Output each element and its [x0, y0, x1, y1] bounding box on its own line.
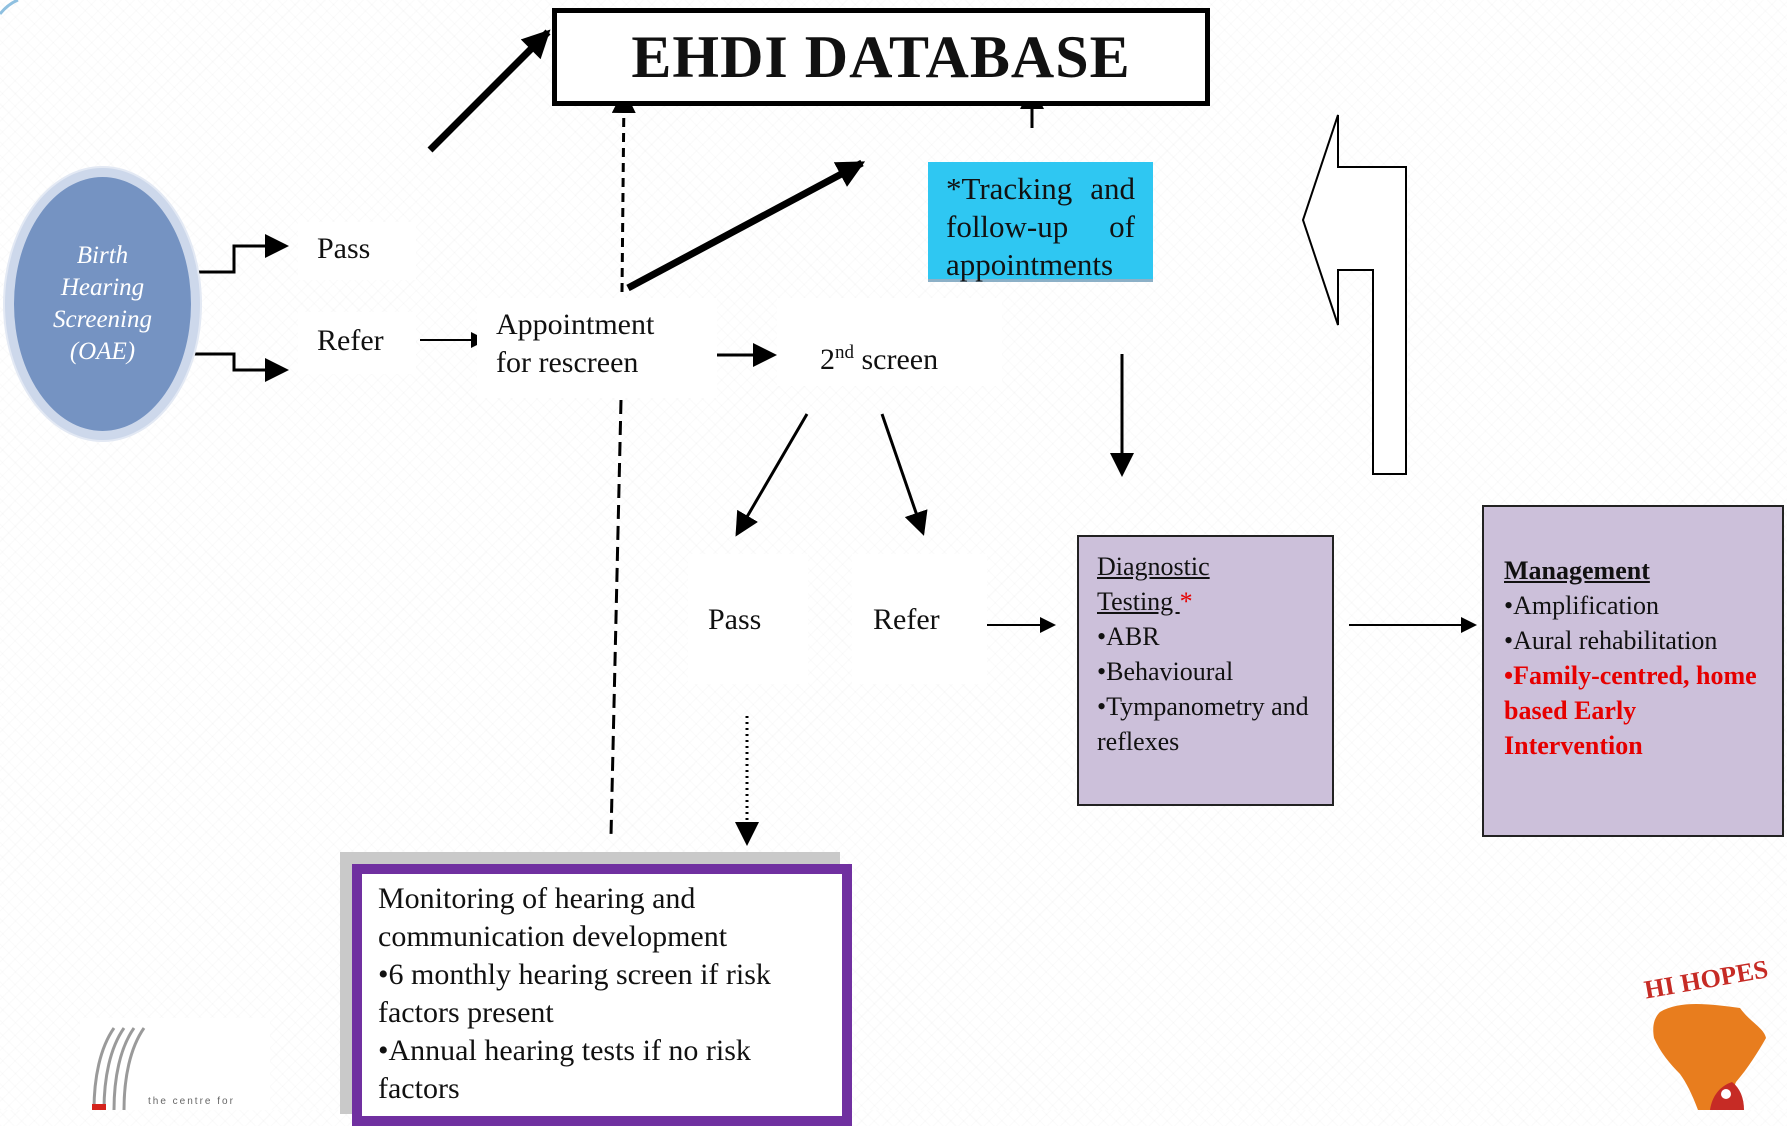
corner-swoosh: [0, 0, 19, 15]
centre-logo-text: the centre for: [148, 1096, 235, 1107]
second-refer-label: Refer: [873, 603, 940, 636]
second-pass-label: Pass: [708, 603, 762, 636]
diagnostic-star: *: [1179, 587, 1193, 616]
appointment-line: for rescreen: [496, 346, 639, 379]
dashed-arrow-to-database: [611, 89, 636, 293]
oval-line: Birth: [76, 242, 129, 269]
centre-logo-icon: [92, 1027, 146, 1111]
first-refer-node: Refer: [298, 312, 416, 374]
appointment-line: Appointment: [496, 308, 655, 341]
monitoring-line: •Annual hearing tests if no risk factors: [378, 1034, 751, 1105]
management-item: •Amplification: [1504, 591, 1659, 620]
oval-line: Hearing: [60, 274, 145, 301]
management-highlight: •Family-centred, home based Early Interv…: [1504, 661, 1757, 760]
dashed-line-to-monitoring: [609, 399, 623, 837]
monitoring-line: Monitoring of hearing and communication …: [378, 882, 728, 953]
ehdi-database-box: EHDI DATABASE: [552, 8, 1210, 106]
hi-hopes-logo: HI HOPES: [1640, 954, 1787, 1110]
second-screen-node: 2nd screen: [777, 298, 1002, 386]
arrow-appointment-to-tracking: [626, 159, 866, 292]
management-heading: Management: [1504, 556, 1650, 585]
appointment-node: Appointment for rescreen: [477, 298, 717, 398]
second-pass-node: Pass: [688, 554, 808, 684]
tracking-follow-up-box: *Tracking and follow-up of appointments: [928, 162, 1153, 282]
arrow-oval-to-pass: [178, 234, 289, 274]
hi-hopes-logo-icon: [1653, 1004, 1766, 1110]
arrow-second-screen-to-pass: [735, 413, 809, 537]
arrow-second-screen-to-refer: [880, 413, 928, 536]
arrow-oval-to-refer: [178, 352, 289, 382]
centre-logo: the centre for: [80, 1018, 270, 1111]
ehdi-database-title: EHDI DATABASE: [631, 23, 1131, 90]
hollow-arrow-to-database: [1301, 114, 1407, 475]
oval-line: (OAE): [69, 338, 136, 365]
oval-line: Screening: [52, 306, 153, 333]
birth-hearing-screening-node: Birth Hearing Screening (OAE): [5, 168, 200, 440]
second-refer-node: Refer: [852, 554, 987, 684]
monitoring-box: Monitoring of hearing and communication …: [352, 864, 852, 1126]
second-screen-sup: nd: [835, 342, 854, 363]
first-pass-label: Pass: [317, 232, 371, 265]
second-screen-rest: screen: [854, 343, 939, 376]
arrow-screening-to-database: [427, 29, 551, 153]
diagnostic-item: •Tympanometry and reflexes: [1097, 692, 1309, 756]
first-pass-node: Pass: [298, 222, 416, 280]
diagnostic-item: •Behavioural: [1097, 657, 1234, 686]
diagnostic-item: •ABR: [1097, 622, 1160, 651]
tracking-text: *Tracking and follow-up of appointments: [946, 171, 1135, 282]
diagnostic-testing-box: Diagnostic Testing * •ABR •Behavioural •…: [1077, 535, 1334, 806]
diagnostic-heading: Diagnostic: [1097, 552, 1210, 581]
first-refer-label: Refer: [317, 324, 384, 357]
management-item: •Aural rehabilitation: [1504, 626, 1718, 655]
management-box: Management •Amplification •Aural rehabil…: [1482, 505, 1784, 837]
diagnostic-heading: Testing: [1097, 587, 1180, 616]
second-screen-base: 2: [820, 343, 835, 376]
monitoring-line: •6 monthly hearing screen if risk factor…: [378, 958, 771, 1029]
